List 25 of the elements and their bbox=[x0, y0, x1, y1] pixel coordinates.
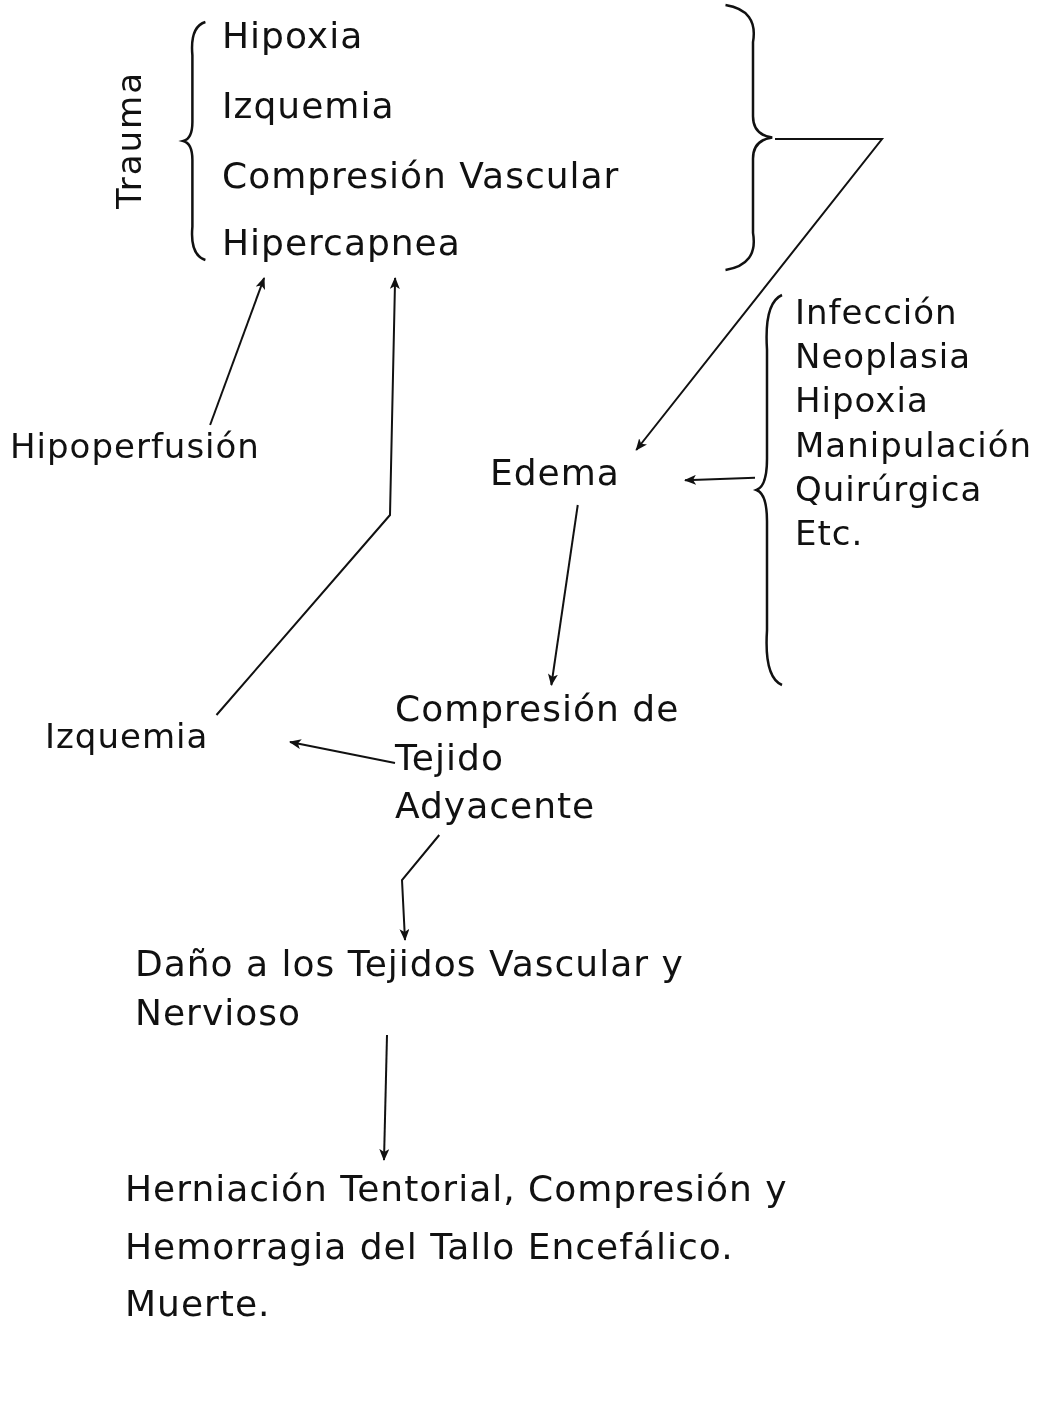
arrow bbox=[209, 277, 266, 426]
arrow bbox=[684, 474, 756, 485]
step-text: Izquemia bbox=[45, 715, 210, 758]
arrow bbox=[215, 277, 400, 716]
cause-text: Etc. bbox=[795, 511, 865, 555]
cause-text: Hipercapnea bbox=[222, 222, 461, 263]
arrow bbox=[289, 739, 396, 764]
cause-text: Izquemia bbox=[222, 85, 395, 126]
arrow bbox=[548, 504, 579, 686]
cause-text: Hipoxia bbox=[795, 379, 930, 423]
step-text: Edema bbox=[490, 451, 621, 495]
step-text: Hipoperfusión bbox=[10, 425, 261, 468]
group-label: Trauma bbox=[109, 70, 150, 210]
outcome-text: Herniación Tentorial, Compresión y Hemorragia del Tallo Encefálico. bbox=[125, 1167, 789, 1269]
outcome-text: Muerte. bbox=[125, 1282, 272, 1327]
arrow bbox=[635, 138, 885, 451]
cause-text: Neoplasia bbox=[795, 335, 972, 379]
step-text: Compresión de Tejido Adyacente bbox=[395, 687, 681, 829]
cause-text: Manipulación Quirúrgica bbox=[795, 423, 1030, 511]
arrow bbox=[379, 1034, 390, 1161]
cause-text: Compresión Vascular bbox=[222, 155, 620, 196]
arrow bbox=[399, 834, 441, 941]
step-text: Daño a los Tejidos Vascular y Nervioso bbox=[135, 942, 685, 1035]
cause-text: Infección bbox=[795, 291, 959, 334]
cause-text: Hipoxia bbox=[222, 15, 364, 56]
